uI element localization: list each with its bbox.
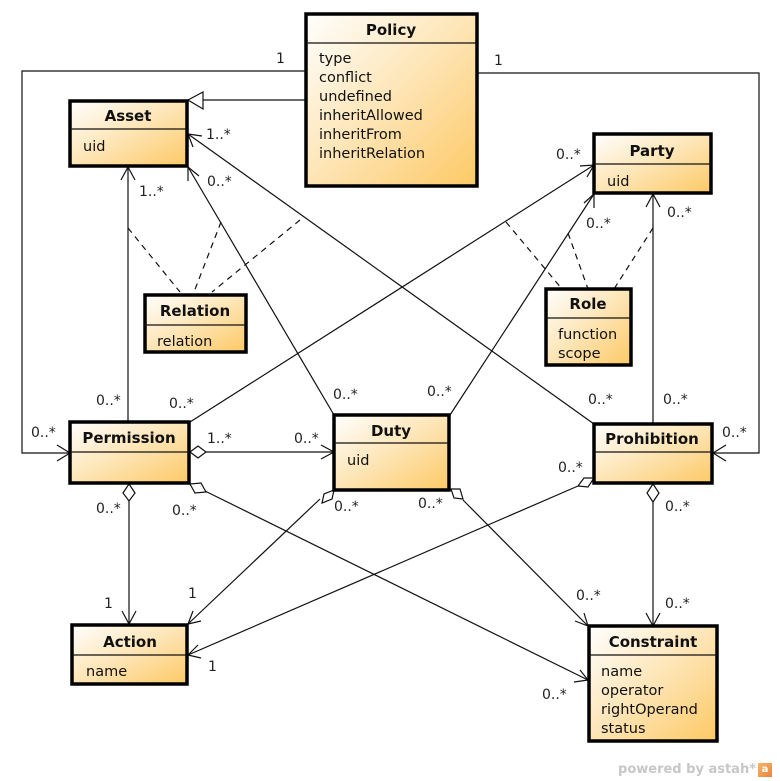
assoc-class-link-relation-duty bbox=[193, 221, 222, 293]
astah-logo-icon: a bbox=[758, 762, 772, 777]
class-attribute: type bbox=[319, 51, 351, 67]
class-name: Action bbox=[103, 633, 157, 651]
class-attribute: uid bbox=[83, 139, 105, 155]
edge-prohibition-action bbox=[187, 485, 579, 656]
watermark-text: powered by astah* bbox=[618, 762, 756, 777]
class-attribute: undefined bbox=[319, 89, 392, 105]
aggregation-diamond-prohibition-action bbox=[576, 477, 596, 488]
class-name: Prohibition bbox=[605, 430, 699, 448]
class-name: Asset bbox=[105, 107, 152, 125]
class-attribute: uid bbox=[347, 453, 369, 469]
class-relation[interactable]: Relation relation bbox=[143, 293, 248, 354]
class-attribute: operator bbox=[601, 683, 663, 699]
assoc-class-link-role-permission bbox=[505, 221, 563, 290]
class-prohibition[interactable]: Prohibition bbox=[592, 422, 714, 485]
aggregation-diamond-permission-action bbox=[122, 482, 136, 502]
assoc-class-link-relation-prohibition bbox=[211, 219, 301, 293]
edge-permission-constraint bbox=[204, 490, 589, 681]
multiplicity-label: 1 bbox=[188, 586, 197, 602]
class-attribute: function bbox=[558, 327, 617, 343]
multiplicity-label: 0..* bbox=[207, 174, 232, 190]
multiplicity-label: 0..* bbox=[96, 501, 121, 517]
multiplicity-label: 0..* bbox=[588, 392, 613, 408]
assoc-class-link-relation-permission bbox=[127, 227, 181, 293]
class-attribute: status bbox=[601, 721, 646, 737]
multiplicity-label: 0..* bbox=[667, 205, 692, 221]
multiplicity-label: 0..* bbox=[294, 431, 319, 447]
class-attribute: relation bbox=[157, 334, 212, 350]
class-attribute: conflict bbox=[319, 70, 372, 86]
arrowhead-action-from-prohibition bbox=[186, 644, 202, 659]
class-attribute: name bbox=[601, 664, 642, 680]
multiplicity-label: 0..* bbox=[586, 216, 611, 232]
class-attribute: scope bbox=[558, 346, 601, 362]
multiplicity-label: 0..* bbox=[333, 387, 358, 403]
edge-duty-constraint bbox=[462, 499, 589, 627]
edge-permission-party bbox=[189, 164, 595, 423]
generalization-triangle bbox=[186, 91, 204, 111]
class-attribute: name bbox=[86, 664, 127, 680]
edge-policy-prohibition bbox=[477, 72, 760, 454]
astah-watermark: powered by astah* a bbox=[618, 762, 772, 777]
multiplicity-label: 0..* bbox=[556, 147, 581, 163]
arrowhead-asset-from-duty bbox=[187, 165, 200, 181]
edge-duty-action bbox=[187, 498, 321, 625]
class-name: Constraint bbox=[609, 633, 698, 651]
aggregation-diamond-permission-constraint bbox=[189, 482, 207, 494]
multiplicity-labels: 1 1 0..* 0..* 1..* 0..* 1..* 0..* 0..* 0… bbox=[31, 51, 747, 703]
class-permission[interactable]: Permission bbox=[68, 420, 191, 485]
edge-duty-asset bbox=[187, 166, 335, 416]
edge-policy-permission bbox=[21, 70, 306, 454]
multiplicity-label: 0..* bbox=[576, 588, 601, 604]
class-attribute: inheritFrom bbox=[319, 127, 402, 143]
class-attribute: inheritAllowed bbox=[319, 108, 423, 124]
class-party[interactable]: Party uid bbox=[592, 132, 713, 195]
class-name: Policy bbox=[366, 21, 416, 39]
multiplicity-label: 0..* bbox=[542, 687, 567, 703]
multiplicity-label: 0..* bbox=[665, 596, 690, 612]
multiplicity-label: 0..* bbox=[663, 392, 688, 408]
class-duty[interactable]: Duty uid bbox=[332, 413, 451, 492]
multiplicity-label: 1 bbox=[208, 659, 217, 675]
edge-prohibition-asset bbox=[187, 133, 595, 425]
multiplicity-label: 1 bbox=[104, 596, 113, 612]
multiplicity-label: 0..* bbox=[558, 460, 583, 476]
multiplicity-label: 0..* bbox=[418, 496, 443, 512]
class-name: Role bbox=[569, 295, 606, 313]
aggregation-diamond-permission-duty bbox=[189, 445, 207, 459]
class-action[interactable]: Action name bbox=[70, 623, 189, 686]
class-name: Permission bbox=[82, 429, 175, 447]
class-name: Relation bbox=[160, 302, 230, 320]
class-attribute: rightOperand bbox=[601, 702, 698, 718]
class-attribute: uid bbox=[607, 174, 629, 190]
class-name: Duty bbox=[371, 422, 411, 440]
class-policy[interactable]: Policy type conflict undefined inheritAl… bbox=[304, 12, 479, 188]
multiplicity-label: 1..* bbox=[207, 431, 232, 447]
assoc-class-link-role-duty bbox=[567, 232, 589, 290]
class-role[interactable]: Role function scope bbox=[544, 287, 633, 367]
multiplicity-label: 1 bbox=[494, 53, 503, 69]
class-constraint[interactable]: Constraint name operator rightOperand st… bbox=[587, 624, 719, 743]
multiplicity-label: 0..* bbox=[334, 499, 359, 515]
multiplicity-label: 1..* bbox=[139, 184, 164, 200]
multiplicity-label: 0..* bbox=[96, 393, 121, 409]
aggregation-diamond-prohibition-constraint bbox=[646, 482, 660, 504]
assoc-class-link-role-prohibition bbox=[613, 227, 654, 290]
aggregation-diamond-duty-action bbox=[321, 489, 335, 504]
multiplicity-label: 0..* bbox=[169, 396, 194, 412]
class-attribute: inheritRelation bbox=[319, 146, 425, 162]
aggregation-diamond-duty-constraint bbox=[450, 488, 464, 500]
multiplicity-label: 0..* bbox=[31, 425, 56, 441]
multiplicity-label: 0..* bbox=[427, 384, 452, 400]
class-name: Party bbox=[629, 142, 674, 160]
multiplicity-label: 1 bbox=[276, 51, 285, 67]
multiplicity-label: 0..* bbox=[665, 499, 690, 515]
multiplicity-label: 0..* bbox=[722, 425, 747, 441]
class-asset[interactable]: Asset uid bbox=[68, 99, 189, 168]
edge-duty-party bbox=[449, 193, 595, 416]
multiplicity-label: 0..* bbox=[172, 503, 197, 519]
multiplicity-label: 1..* bbox=[206, 127, 231, 143]
